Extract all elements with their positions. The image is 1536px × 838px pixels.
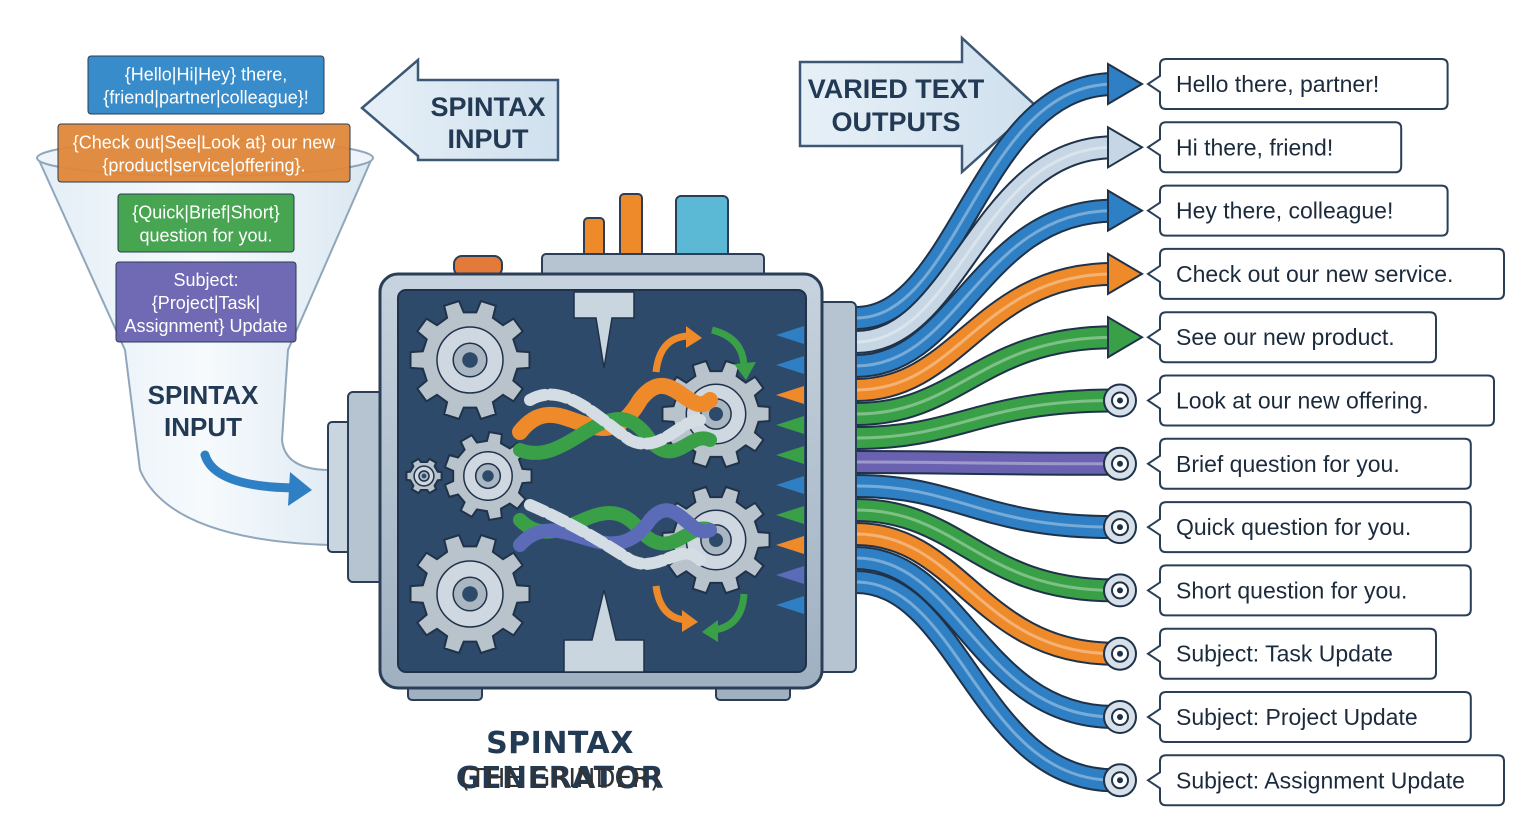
output-stream: [855, 125, 1144, 354]
outlet-tooth: [776, 536, 804, 554]
twisting-ribbons: [512, 377, 718, 570]
funnel-label: SPINTAX INPUT: [148, 380, 259, 442]
machine-title: SPINTAX GENERATOR: [455, 726, 665, 796]
stream-arrowhead-icon: [1107, 315, 1144, 359]
bottom-nozzle: [563, 589, 645, 673]
output-stream: [855, 546, 1137, 734]
top-nozzle: [573, 291, 635, 369]
output-text: Hey there, colleague!: [1176, 198, 1393, 224]
input-card-line: Subject:: [173, 270, 238, 290]
input-card: {Hello|Hi|Hey} there, {friend|partner|col…: [87, 55, 325, 115]
output-stream: [855, 62, 1144, 330]
input-arrow-line-2: INPUT: [448, 124, 530, 154]
gear-bottom-right: [661, 485, 771, 595]
output-text: Quick question for you.: [1176, 514, 1411, 540]
input-card-line: {product|service|offering}.: [102, 156, 305, 176]
input-arrow: SPINTAX INPUT: [360, 57, 560, 162]
output-arrow: VARIED TEXT OUTPUTS: [798, 35, 1038, 175]
output-text: Subject: Project Update: [1176, 704, 1418, 730]
input-cards: {Hello|Hi|Hey} there, {friend|partner|col…: [57, 55, 351, 343]
output-text: Hello there, partner!: [1176, 71, 1379, 97]
output-item: Hi there, friend!: [1146, 121, 1403, 174]
spintax-machine: [327, 193, 857, 701]
output-item: Quick question for you.: [1146, 501, 1472, 554]
funnel-arrowhead-icon: [288, 472, 312, 506]
input-card-line: {Quick|Brief|Short}: [132, 203, 279, 223]
stream-arrowhead-icon: [1107, 188, 1144, 233]
input-card-line: Assignment} Update: [124, 316, 287, 336]
output-item: See our new product.: [1146, 311, 1437, 364]
outlet-tooth: [776, 356, 804, 374]
output-stream: [855, 522, 1137, 671]
stream-arrowhead-icon: [1107, 125, 1144, 170]
output-item: Look at our new offering.: [1146, 374, 1495, 427]
input-card: {Check out|See|Look at} our new {product|…: [57, 123, 351, 183]
input-card-line: {Hello|Hi|Hey} there,: [125, 65, 287, 85]
machine-subtitle: (THE GRINDER): [459, 764, 661, 794]
stream-arrowhead-icon: [1107, 62, 1144, 106]
input-card-line: {Check out|See|Look at} our new: [73, 133, 337, 153]
input-card-line: {Project|Task|: [152, 293, 260, 313]
output-arrow-line-2: OUTPUTS: [831, 107, 960, 137]
input-card: Subject: {Project|Task| Assignment} Update: [115, 261, 297, 343]
funnel-flow-arrow: [200, 450, 305, 493]
output-streams: [855, 62, 1144, 798]
top-pipe-tall: [619, 193, 643, 259]
machine-gears: [405, 299, 771, 655]
output-text: Brief question for you.: [1176, 451, 1400, 477]
output-text: Look at our new offering.: [1176, 388, 1429, 414]
output-list: Hello there, partner! Hi there, friend! He…: [1146, 58, 1505, 807]
gear-middle-left: [443, 430, 533, 522]
gear-top-left: [409, 299, 531, 421]
outlet-tooth: [776, 416, 804, 434]
output-stream: [855, 446, 1137, 481]
output-item: Brief question for you.: [1146, 437, 1472, 490]
gear-bottom-left: [409, 533, 531, 655]
output-item: Subject: Project Update: [1146, 691, 1472, 743]
outlet-tooth: [776, 326, 804, 344]
input-arrow-line-1: SPINTAX: [430, 92, 545, 122]
input-card-line: question for you.: [139, 226, 272, 246]
output-item: Check out our new service.: [1146, 247, 1505, 300]
input-card: {Quick|Brief|Short} question for you.: [117, 193, 295, 253]
output-item: Subject: Assignment Update: [1146, 754, 1505, 807]
output-stream: [855, 252, 1144, 402]
outlet-tooth: [776, 596, 804, 614]
outlet-tooth: [776, 476, 804, 494]
output-stream: [855, 315, 1144, 426]
output-item: Subject: Task Update: [1146, 627, 1437, 680]
output-stream: [855, 474, 1137, 545]
funnel-label-line-2: INPUT: [164, 412, 242, 442]
output-arrow-line-1: VARIED TEXT: [808, 74, 985, 104]
gear-small-side: [405, 457, 443, 495]
output-text: Hi there, friend!: [1176, 134, 1333, 160]
output-item: Short question for you.: [1146, 564, 1472, 617]
machine-outlet: [817, 301, 857, 673]
stream-arrowhead-icon: [1107, 252, 1144, 296]
output-text: Subject: Assignment Update: [1176, 767, 1465, 793]
input-card-line: {friend|partner|colleague}!: [103, 88, 309, 108]
outlet-tooth: [776, 386, 804, 404]
outlet-teeth: [776, 326, 804, 614]
output-text: Subject: Task Update: [1176, 641, 1393, 667]
output-stream: [855, 188, 1144, 378]
top-cylinder: [675, 195, 729, 259]
output-stream: [855, 570, 1137, 798]
output-text: Check out our new service.: [1176, 261, 1453, 287]
outlet-tooth: [776, 566, 804, 584]
output-item: Hey there, colleague!: [1146, 184, 1449, 237]
output-text: See our new product.: [1176, 324, 1395, 350]
funnel-label-line-1: SPINTAX: [148, 380, 259, 410]
top-pipe-short: [583, 217, 605, 259]
output-item: Hello there, partner!: [1146, 58, 1449, 110]
rotation-arrows: [652, 326, 756, 642]
output-stream: [855, 498, 1137, 608]
output-stream: [855, 383, 1137, 450]
outlet-tooth: [776, 506, 804, 524]
outlet-tooth: [776, 446, 804, 464]
output-text: Short question for you.: [1176, 577, 1407, 603]
